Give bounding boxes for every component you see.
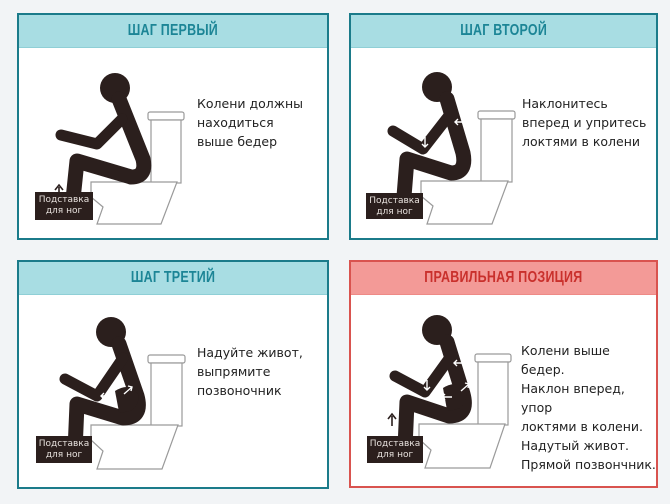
left-arrow-icon (441, 393, 452, 401)
figure-illustration (59, 317, 186, 470)
panel-header: ПРАВИЛЬНАЯ ПОЗИЦИЯ (351, 262, 656, 295)
panel-step-three: ШАГ ТРЕТИЙ Подставка для ног Надуйте жив… (17, 260, 329, 489)
toilet-icon (420, 110, 516, 225)
toilet-icon (90, 354, 186, 470)
up-right-arrow-icon (123, 385, 133, 395)
panel-description: Колени выше бедер. Наклон вперед, упор л… (521, 343, 656, 472)
figure-illustration (387, 315, 512, 469)
panel-title: ШАГ ПЕРВЫЙ (127, 22, 219, 39)
panel-title: ШАГ ВТОРОЙ (460, 22, 547, 39)
footstool-label: Подставка для ног (366, 193, 423, 219)
panel-description: Надуйте живот, выпрямите позвоночник (197, 345, 303, 398)
left-arrow-icon (453, 359, 464, 367)
toilet-icon (418, 353, 512, 469)
footstool-label: Подставка для ног (36, 436, 92, 463)
panel-description: Наклонитесь вперед и упритесь локтями в … (522, 96, 647, 149)
panel-correct-position: ПРАВИЛЬНАЯ ПОЗИЦИЯ Подставка для ног Кол… (349, 260, 658, 488)
footstool-label: Подставка для ног (367, 436, 423, 463)
up-arrow-icon (387, 412, 397, 426)
up-right-arrow-icon (460, 382, 470, 392)
panel-header: ШАГ ВТОРОЙ (351, 15, 656, 48)
panel-description: Колени должны находиться выше бедер (197, 96, 304, 149)
footstool-label: Подставка для ног (35, 192, 93, 220)
panel-step-one: ШАГ ПЕРВЫЙ Подставка для ног Колени долж… (17, 13, 329, 240)
down-arrow-icon (421, 137, 429, 148)
down-arrow-icon (423, 380, 431, 391)
panel-step-two: ШАГ ВТОРОЙ Подставка для ног Наклонитесь… (349, 13, 658, 240)
left-arrow-icon (100, 392, 111, 400)
toilet-icon (90, 111, 185, 225)
figure-illustration (54, 73, 185, 225)
panel-header: ШАГ ПЕРВЫЙ (19, 15, 327, 48)
figure-illustration (387, 72, 516, 225)
panel-header: ШАГ ТРЕТИЙ (19, 262, 327, 295)
panel-title: ПРАВИЛЬНАЯ ПОЗИЦИЯ (424, 269, 583, 286)
left-arrow-icon (454, 118, 465, 126)
panel-title: ШАГ ТРЕТИЙ (130, 269, 216, 286)
